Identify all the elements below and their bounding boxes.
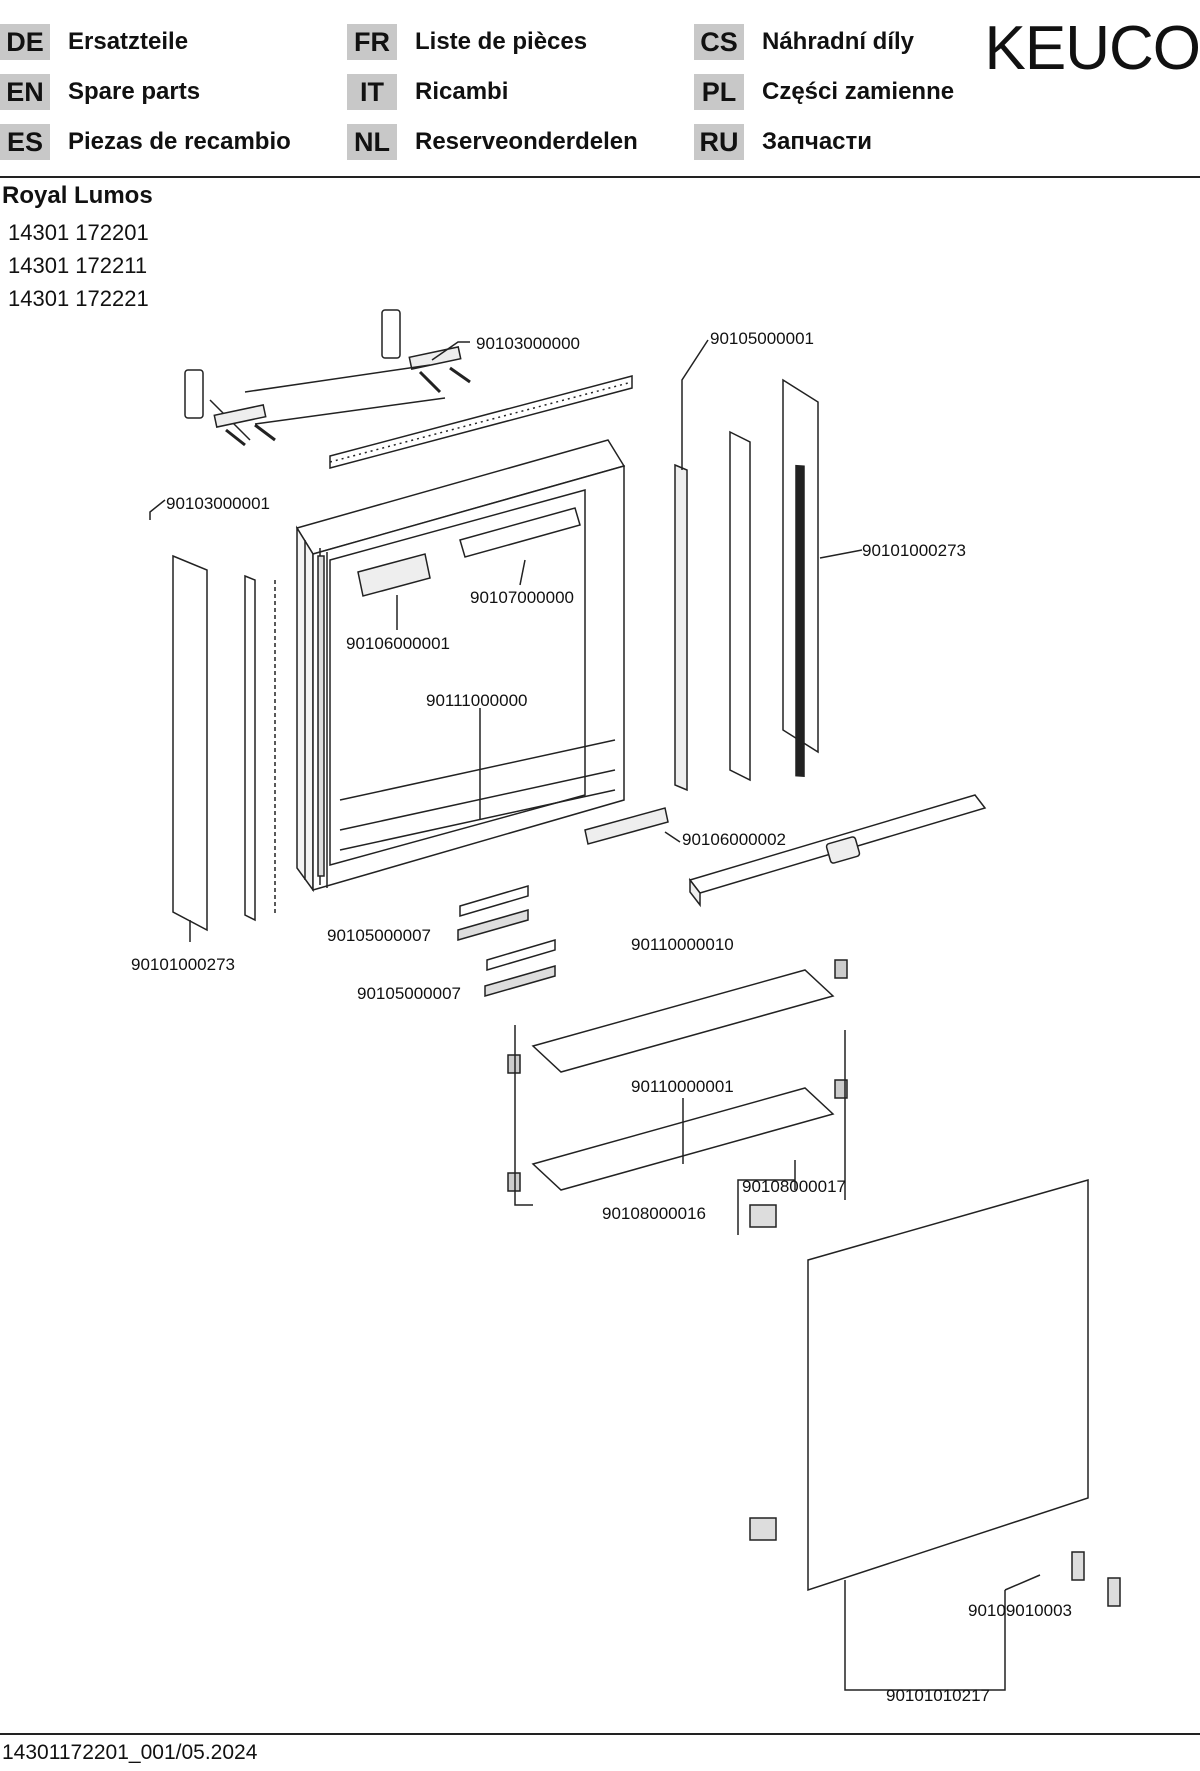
door-damper	[1071, 1551, 1085, 1581]
part-label: 90101010217	[886, 1686, 990, 1705]
lang-label: Liste de pièces	[415, 28, 588, 55]
shelf-support	[507, 1054, 521, 1074]
lang-code: DE	[0, 24, 50, 60]
lang-label: Części zamienne	[762, 78, 955, 105]
leader-line	[819, 549, 863, 559]
lang-code: NL	[347, 124, 397, 160]
leader-line	[149, 499, 166, 520]
shelf-support	[834, 1079, 848, 1099]
part-label: 90103000000	[476, 334, 580, 353]
side-strip-left	[244, 574, 256, 922]
document-id: 14301172201_001/05.2024	[2, 1741, 258, 1764]
lang-label: Spare parts	[68, 78, 201, 105]
side-profile-right	[729, 430, 751, 782]
header-divider	[0, 176, 1200, 178]
leader-line	[737, 1179, 795, 1235]
part-label: 90110000001	[631, 1077, 734, 1096]
light-unit	[459, 507, 581, 558]
part-label: 90109010003	[968, 1601, 1072, 1620]
lang-label: Запчасти	[762, 128, 873, 155]
door-hinge	[749, 1517, 777, 1541]
glass-shelf-upper	[531, 969, 835, 1073]
lang-label: Piezas de recambio	[68, 128, 291, 155]
rail-clips-lower	[484, 938, 556, 997]
leader-line	[1004, 1574, 1041, 1591]
part-label: 90108000017	[742, 1177, 846, 1196]
part-label: 90105000007	[327, 926, 431, 945]
sensor-module	[357, 553, 431, 597]
part-label: 90106000001	[346, 634, 450, 653]
part-label: 90111000000	[426, 691, 527, 710]
keuco-logo: KEUCO	[984, 14, 1200, 83]
lang-code: RU	[694, 124, 744, 160]
lang-label: Náhradní díly	[762, 28, 915, 55]
part-label: 90101000273	[862, 541, 966, 560]
part-label: 90106000002	[682, 830, 786, 849]
door-damper	[1107, 1577, 1121, 1607]
language-grid: DE Ersatzteile EN Spare parts ES Piezas …	[0, 20, 980, 170]
leader-line	[514, 1025, 533, 1206]
article-number: 14301 172211	[8, 253, 148, 278]
mounting-bracket-left	[184, 369, 276, 447]
part-label: 90107000000	[470, 588, 574, 607]
shelf-support	[507, 1172, 521, 1192]
rail-vertical	[674, 463, 688, 792]
shelf-support	[834, 959, 848, 979]
article-number: 14301 172201	[8, 220, 149, 245]
part-label: 90101000273	[131, 955, 235, 974]
mirror-door	[807, 1179, 1089, 1592]
lang-code: EN	[0, 74, 50, 110]
mounting-bracket-right	[381, 309, 471, 394]
lang-label: Ricambi	[415, 78, 509, 105]
lang-code: PL	[694, 74, 744, 110]
lang-label: Reserveonderdelen	[415, 128, 638, 155]
footer-divider	[0, 1733, 1200, 1735]
lang-code: ES	[0, 124, 50, 160]
article-number: 14301 172221	[8, 286, 149, 311]
lang-code: FR	[347, 24, 397, 60]
leader-line	[519, 559, 526, 586]
side-panel-left	[172, 554, 208, 932]
leader-line	[664, 831, 681, 843]
product-title: Royal Lumos	[2, 182, 153, 209]
leader-line	[431, 341, 470, 361]
rail-clips-upper	[457, 884, 529, 941]
leader-line	[844, 1580, 1006, 1691]
part-label: 90103000001	[166, 494, 270, 513]
door-hinge	[749, 1204, 777, 1228]
lang-label: Ersatzteile	[68, 28, 189, 55]
part-label: 90110000010	[631, 935, 734, 954]
switch-module	[584, 807, 669, 845]
part-label: 90108000016	[602, 1204, 706, 1223]
lang-code: IT	[347, 74, 397, 110]
lang-code: CS	[694, 24, 744, 60]
leader-line	[681, 339, 709, 470]
part-label: 90105000007	[357, 984, 461, 1003]
part-label: 90105000001	[710, 329, 814, 348]
